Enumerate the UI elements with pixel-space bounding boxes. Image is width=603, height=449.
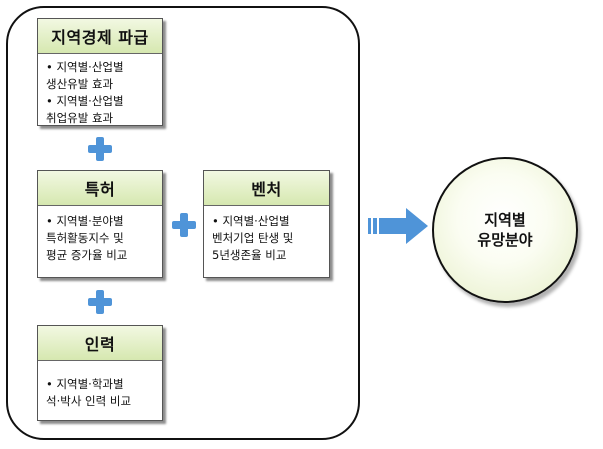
regional-economy-title: 지역경제 파급 [38,19,162,54]
promising-field-circle: 지역별 유망분야 [432,157,578,303]
patent-text: • 지역별·분야별 특허활동지수 및 평균 증가율 비교 [46,214,128,262]
plus-icon-middle [172,213,196,237]
venture-text: • 지역별·산업별 벤처기업 탄생 및 5년생존율 비교 [212,214,294,262]
venture-box: 벤처 • 지역별·산업별 벤처기업 탄생 및 5년생존율 비교 [203,170,330,278]
manpower-box: 인력 • 지역별·학과별 석·박사 인력 비교 [37,325,163,421]
result-line-1: 지역별 [484,211,526,229]
plus-icon-lower [88,290,112,314]
manpower-text: • 지역별·학과별 석·박사 인력 비교 [46,377,132,408]
manpower-title: 인력 [38,326,162,361]
result-line-2: 유망분야 [477,231,533,249]
regional-economy-text: • 지역별·산업별 생산유발 효과 • 지역별·산업별 취업유발 효과 [46,60,124,125]
right-arrow-icon [368,208,428,244]
patent-title: 특허 [38,171,162,206]
regional-economy-box: 지역경제 파급 • 지역별·산업별 생산유발 효과 • 지역별·산업별 취업유발… [37,18,163,126]
venture-title: 벤처 [204,171,329,206]
plus-icon-upper [88,137,112,161]
patent-box: 특허 • 지역별·분야별 특허활동지수 및 평균 증가율 비교 [37,170,163,278]
